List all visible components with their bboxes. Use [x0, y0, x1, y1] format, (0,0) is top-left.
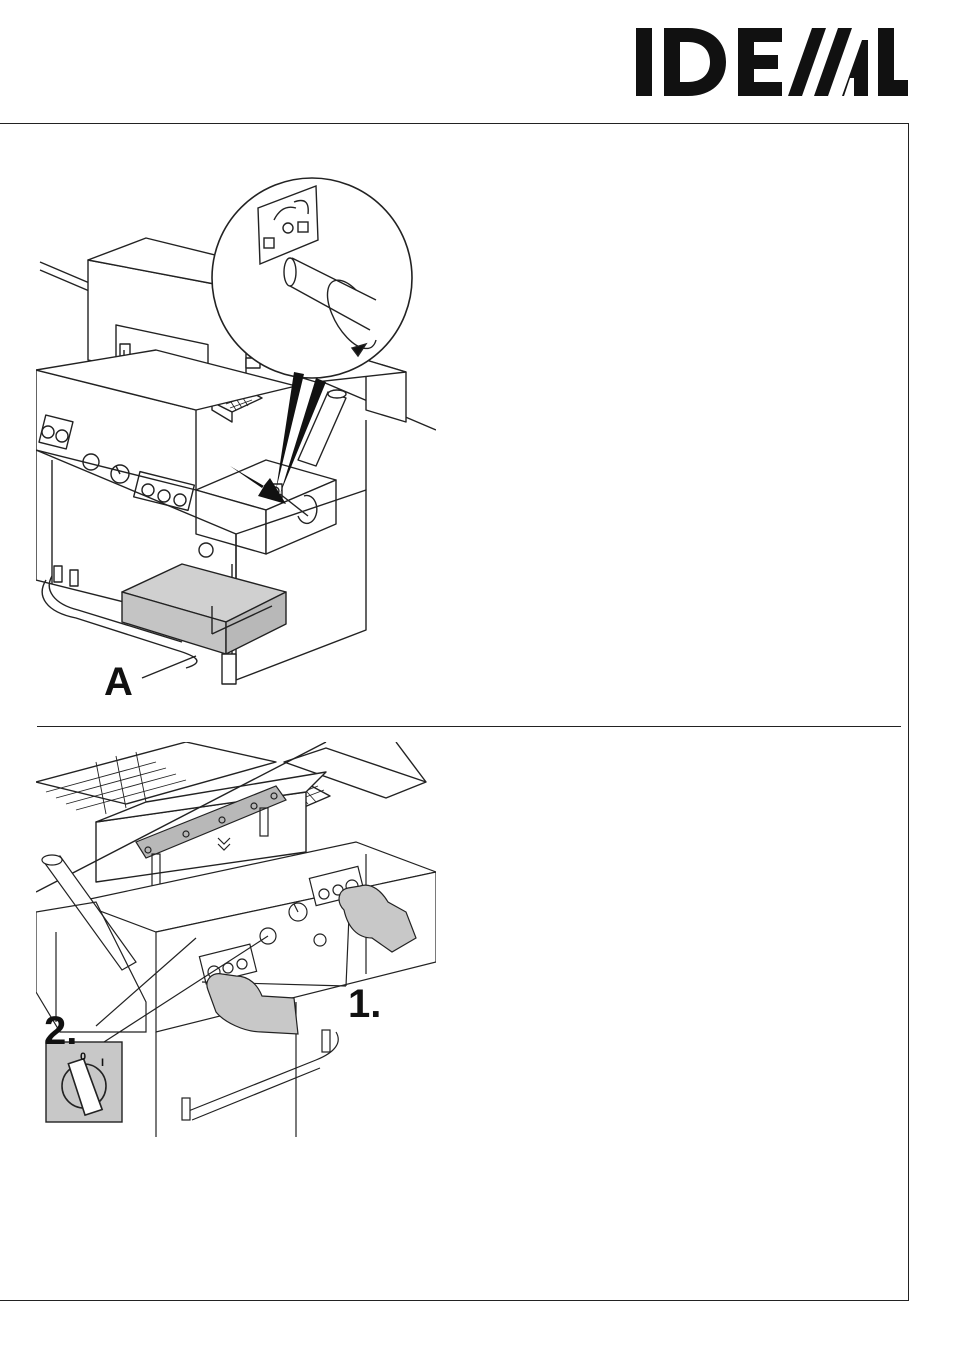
frame-bottom-rule — [0, 1300, 909, 1301]
label-a: A — [104, 662, 133, 702]
switch-on-label: I — [101, 1058, 104, 1069]
step-1-label: 1. — [348, 984, 381, 1024]
figure-blade-change-illustration — [36, 160, 436, 705]
step-2-label: 2. — [44, 1011, 77, 1051]
frame-right-rule — [908, 123, 909, 1301]
frame-top-rule — [0, 123, 909, 124]
ideal-logo — [636, 26, 908, 98]
switch-off-label: 0 — [80, 1052, 86, 1063]
section-divider — [37, 726, 901, 727]
figure-two-hand-operation-illustration — [36, 742, 436, 1137]
